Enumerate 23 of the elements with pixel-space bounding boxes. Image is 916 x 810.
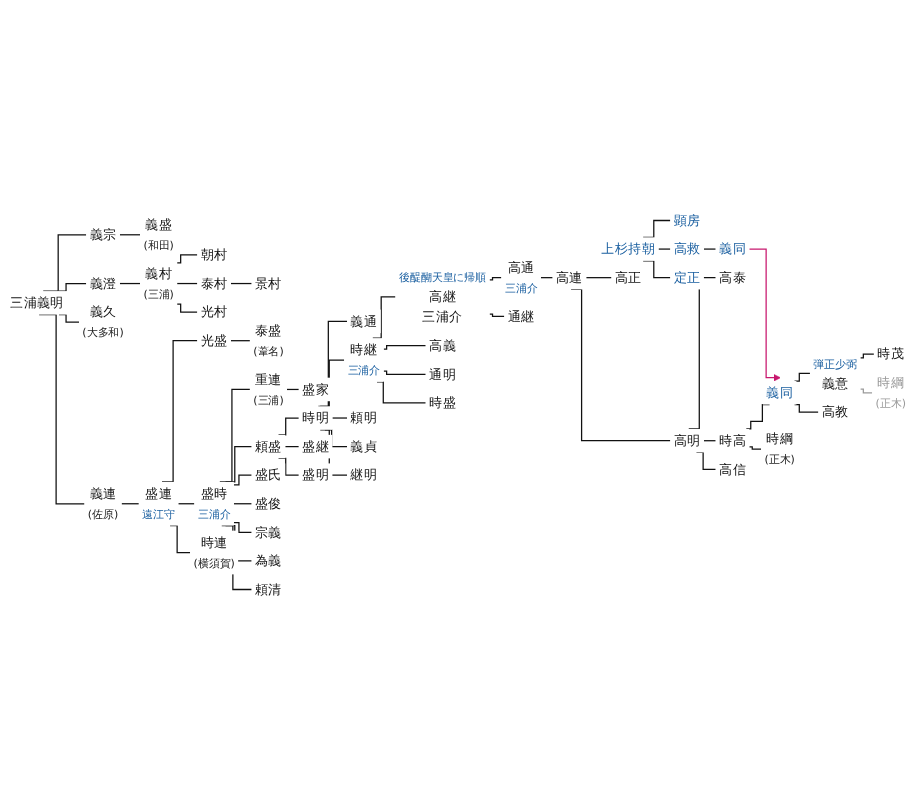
connector [176, 303, 198, 313]
connector [119, 234, 141, 236]
connector [42, 234, 87, 292]
connector [793, 372, 811, 382]
connector [859, 353, 875, 359]
connector [376, 381, 427, 404]
connector [793, 403, 819, 413]
connector [230, 340, 251, 342]
connector [383, 370, 427, 375]
connector [233, 522, 253, 533]
connector [176, 254, 198, 264]
connector [233, 474, 253, 486]
connector [657, 248, 671, 250]
connector [230, 282, 253, 285]
connector [748, 446, 762, 450]
connector [383, 345, 427, 350]
arrow [748, 248, 781, 382]
connector [703, 248, 717, 250]
connector [585, 277, 613, 279]
connector [58, 282, 87, 292]
connector [119, 282, 141, 285]
connector [176, 282, 198, 285]
connector [331, 417, 348, 419]
